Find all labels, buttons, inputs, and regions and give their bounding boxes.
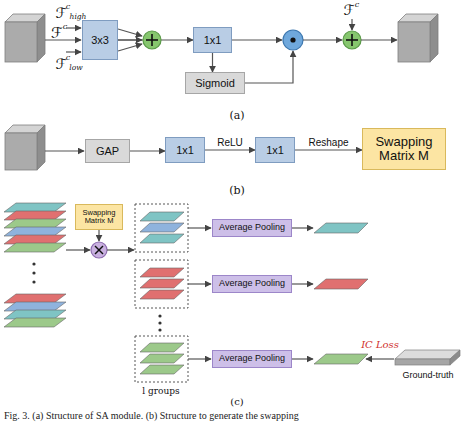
node-text: 1x1	[266, 144, 284, 156]
arrow	[351, 19, 352, 30]
activation-box: Sigmoid	[185, 72, 245, 94]
superscript: c	[355, 1, 359, 9]
arrow	[66, 249, 90, 250]
connector-arrow	[212, 53, 213, 72]
node-text: Swapping Matrix M	[363, 135, 445, 164]
pooled-feature	[314, 223, 368, 364]
channel-group	[140, 212, 184, 374]
arrow	[245, 51, 293, 83]
arrow	[232, 39, 282, 40]
subscript: high	[70, 13, 87, 21]
connector-arrow	[205, 149, 255, 150]
matrix-box: Swapping Matrix M	[362, 128, 446, 170]
node-text: Average Pooling	[219, 354, 285, 364]
superscript: c	[63, 23, 67, 31]
feature-symbol: ℱ	[55, 57, 66, 71]
arrow	[118, 44, 142, 51]
subscript: low	[69, 64, 82, 72]
feature-cube	[5, 125, 45, 170]
panel-label: (a)	[229, 110, 244, 121]
arrow	[66, 27, 81, 28]
pooling-box: Average Pooling	[212, 219, 292, 237]
node-text: 1x1	[176, 144, 194, 156]
conv-box: 1x1	[255, 137, 295, 163]
node-text: Average Pooling	[219, 279, 285, 289]
node-text: Swapping Matrix M	[76, 209, 122, 226]
arrow	[118, 39, 142, 40]
conv-box: 1x1	[193, 27, 232, 53]
arrow	[107, 249, 134, 250]
connector-arrow	[130, 150, 165, 151]
pooling-box: Average Pooling	[212, 350, 292, 368]
arrow	[45, 39, 81, 40]
arrow	[361, 39, 397, 40]
group-frame	[135, 204, 188, 382]
ground-truth-slab	[395, 350, 460, 365]
arrow	[188, 358, 211, 359]
arrow	[292, 227, 313, 228]
connector-arrow	[295, 149, 362, 150]
pooling-box: GAP	[85, 139, 130, 163]
feature-symbol: ℱ	[343, 3, 354, 17]
arrow	[292, 358, 313, 359]
edge-label: Reshape	[308, 137, 348, 148]
multiply-symbol	[283, 30, 303, 50]
feature-cube	[5, 14, 45, 62]
matmul-symbol	[91, 242, 107, 258]
add-symbol	[143, 31, 161, 49]
panel-label: (c)	[230, 397, 243, 407]
arrow	[366, 358, 394, 359]
loss-label: IC Loss	[361, 340, 399, 350]
arrow	[303, 39, 342, 40]
edge-label: ReLU	[217, 137, 243, 148]
arrow	[66, 51, 81, 52]
arrow	[188, 283, 211, 284]
arrow	[118, 29, 142, 36]
node-text: 1x1	[204, 34, 222, 46]
arrow	[98, 230, 99, 241]
connector-layer	[118, 40, 362, 151]
panel-label: (b)	[229, 185, 245, 196]
connector-arrow	[118, 39, 193, 40]
pooling-box: Average Pooling	[212, 275, 292, 293]
figure-caption: Fig. 3. (a) Structure of SA module. (b) …	[4, 410, 299, 421]
arrow	[45, 150, 84, 151]
node-text: 3x3	[91, 34, 109, 46]
conv-box: 1x1	[165, 137, 205, 163]
node-text: GAP	[96, 145, 119, 157]
feature-symbol: ℱ	[55, 6, 66, 20]
arrow	[292, 283, 313, 284]
feature-symbol: ℱ	[51, 26, 63, 41]
add-symbol	[343, 31, 361, 49]
arrow	[188, 227, 211, 228]
feature-cube	[398, 14, 438, 62]
group-count-label: l groups	[142, 387, 179, 396]
node-text: Average Pooling	[219, 223, 285, 233]
matrix-box: Swapping Matrix M	[75, 204, 123, 230]
node-text: Sigmoid	[195, 77, 235, 89]
conv-box: 3x3	[82, 20, 118, 60]
superscript: c	[66, 54, 70, 62]
channel-stack	[4, 203, 66, 327]
superscript: c	[66, 3, 70, 11]
ground-truth-label: Ground-truth	[402, 371, 453, 380]
